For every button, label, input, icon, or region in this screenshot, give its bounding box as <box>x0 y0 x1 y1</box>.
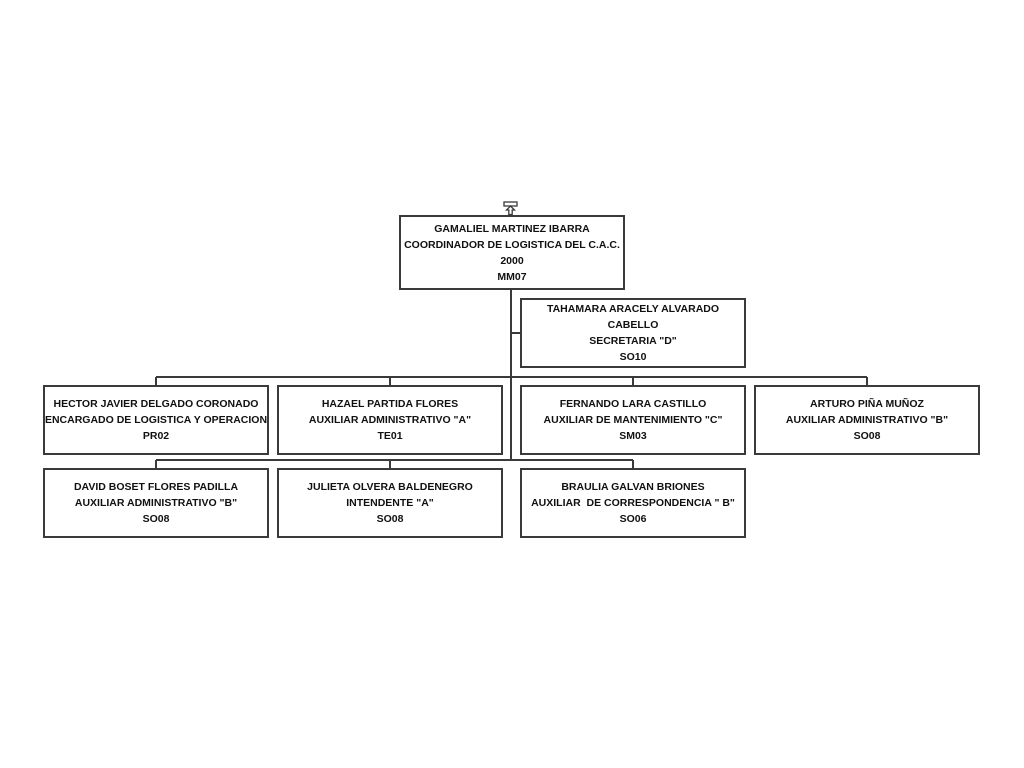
org-box-david[interactable]: DAVID BOSET FLORES PADILLA AUXILIAR ADMI… <box>43 468 269 538</box>
position-title: AUXILIAR ADMINISTRATIVO "B" <box>785 414 949 426</box>
org-box-hazael[interactable]: HAZAEL PARTIDA FLORES AUXILIAR ADMINISTR… <box>277 385 503 455</box>
person-name: GAMALIEL MARTINEZ IBARRA <box>434 222 590 235</box>
position-code: MM07 <box>497 270 527 283</box>
expand-up-icon[interactable] <box>503 201 519 216</box>
org-box-hector[interactable]: HECTOR JAVIER DELGADO CORONADO ENCARGADO… <box>43 385 269 455</box>
org-box-fernando[interactable]: FERNANDO LARA CASTILLO AUXILIAR DE MANTE… <box>520 385 746 455</box>
position-code: SO10 <box>619 351 647 363</box>
position-title: ENCARGADO DE LOGISTICA Y OPERACION <box>44 414 268 426</box>
position-code: SO08 <box>853 430 881 442</box>
position-number: 2000 <box>500 254 524 267</box>
org-box-secretary[interactable]: TAHAMARA ARACELY ALVARADO CABELLO SECRET… <box>520 298 746 368</box>
person-name: DAVID BOSET FLORES PADILLA <box>73 481 239 493</box>
position-title: AUXILIAR ADMINISTRATIVO "B" <box>74 497 238 509</box>
position-code: SO06 <box>619 513 647 525</box>
person-name: TAHAMARA ARACELY ALVARADO <box>546 303 720 315</box>
position-title: COORDINADOR DE LOGISTICA DEL C.A.C. <box>404 238 620 251</box>
person-name: JULIETA OLVERA BALDENEGRO <box>307 481 473 493</box>
position-code: SO08 <box>376 513 404 525</box>
position-title: AUXILIAR ADMINISTRATIVO "A" <box>308 414 472 426</box>
person-name: BRAULIA GALVAN BRIONES <box>561 481 705 493</box>
position-title: INTENDENTE "A" <box>346 497 434 509</box>
person-name: ARTURO PIÑA MUÑOZ <box>810 398 924 410</box>
org-box-coordinator[interactable]: GAMALIEL MARTINEZ IBARRA COORDINADOR DE … <box>399 215 625 290</box>
org-box-julieta[interactable]: JULIETA OLVERA BALDENEGRO INTENDENTE "A"… <box>277 468 503 538</box>
person-name: FERNANDO LARA CASTILLO <box>559 398 707 410</box>
position-title: AUXILIAR DE MANTENIMIENTO "C" <box>543 414 723 426</box>
person-name: HAZAEL PARTIDA FLORES <box>321 398 459 410</box>
position-code: TE01 <box>377 430 403 442</box>
org-box-arturo[interactable]: ARTURO PIÑA MUÑOZ AUXILIAR ADMINISTRATIV… <box>754 385 980 455</box>
position-code: SM03 <box>619 430 647 442</box>
org-box-braulia[interactable]: BRAULIA GALVAN BRIONES AUXILIAR DE CORRE… <box>520 468 746 538</box>
position-title: AUXILIAR DE CORRESPONDENCIA " B" <box>531 497 735 509</box>
position-code: PR02 <box>142 430 170 442</box>
person-name-continued: CABELLO <box>607 319 659 331</box>
position-title: SECRETARIA "D" <box>589 335 677 347</box>
position-code: SO08 <box>142 513 170 525</box>
person-name: HECTOR JAVIER DELGADO CORONADO <box>53 398 259 410</box>
